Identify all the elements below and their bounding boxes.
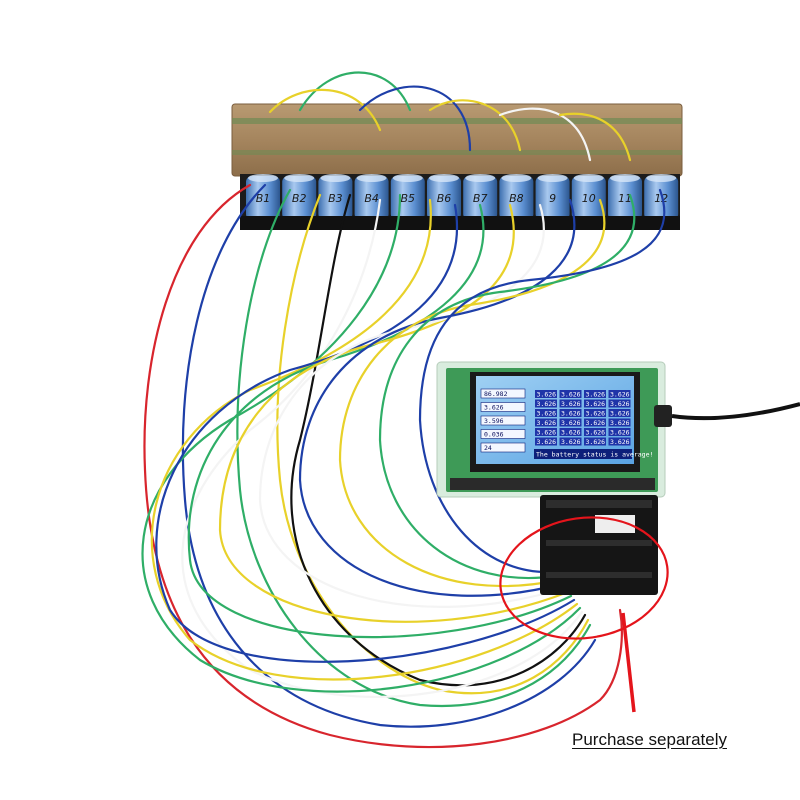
cell-voltage: 3.626 [561,438,581,446]
cell-label: 10 [582,192,596,205]
cell-voltage: 3.626 [537,438,557,446]
battery-cell: 9 [535,174,570,220]
battery-cell: B2 [282,174,317,220]
cell-label: B8 [509,192,524,205]
cell-voltage: 3.626 [610,438,630,446]
cell-label: B6 [437,192,452,205]
status-message: The battery status is average! [536,451,653,459]
battery-cell: 10 [571,174,606,220]
power-cable [671,402,800,421]
cell-label: B1 [256,192,271,205]
status-bar [534,449,632,459]
lcd-left-value: 86.982 [484,390,508,398]
battery-cell: B6 [427,174,461,220]
cell-voltage: 3.626 [561,428,581,436]
cell-voltage: 3.626 [537,400,557,408]
lcd-left-column: 86.982 3.626 3.596 0.036 24 [480,388,526,453]
lcd-left-value: 3.626 [484,404,504,412]
cell-label: 11 [618,192,632,205]
cell-voltage: 3.626 [537,419,557,427]
balance-wires [141,71,666,749]
cell-label: B5 [401,192,416,205]
cell-voltage: 3.626 [561,400,581,408]
cell-voltage: 3.626 [610,390,630,398]
cell-voltage: 3.626 [586,438,606,446]
lcd-left-value: 3.596 [484,417,504,425]
cell-voltage: 3.626 [537,409,557,417]
cell-voltage: 3.626 [610,428,630,436]
lcd-left-value: 0.036 [484,431,504,439]
cell-voltage: 3.626 [537,390,557,398]
cell-voltage: 3.626 [586,428,606,436]
lcd-left-value: 24 [484,444,492,452]
battery-cell: 12 [644,174,679,220]
cell-label: B4 [364,192,379,205]
cell-label: B7 [473,192,488,205]
cell-label: B2 [292,192,307,205]
battery-cell: B1 [246,174,280,220]
battery-cell: B5 [390,174,425,220]
purchase-separately-callout [499,516,669,713]
pointer-line [621,612,636,713]
cell-voltage: 3.626 [561,390,581,398]
highlight-circle [499,516,669,640]
battery-cell: 11 [608,174,642,220]
battery-cell: B3 [318,174,353,220]
cell-voltage: 3.626 [537,428,557,436]
cell-voltage: 3.626 [586,400,606,408]
cell-voltage: 3.626 [586,419,606,427]
cell-voltage: 3.626 [610,419,630,427]
battery-cell: B7 [463,174,498,220]
cell-label: B3 [328,192,343,205]
cell-voltage: 3.626 [561,409,581,417]
battery-cells: B1 B2 B3 B4 B5 B6 B7 B8 9 10 11 12 [246,174,679,220]
battery-cell: B8 [499,174,534,220]
cell-voltage: 3.626 [561,419,581,427]
battery-cell: B4 [354,174,389,220]
cell-voltage: 3.626 [610,409,630,417]
cell-voltage: 3.626 [586,409,606,417]
cell-voltage: 3.626 [586,390,606,398]
adapter-board [540,495,658,595]
purchase-separately-caption: Purchase separately [572,730,727,749]
cell-voltage: 3.626 [610,400,630,408]
cell-label: 9 [549,192,556,205]
cell-label: 12 [654,192,668,205]
